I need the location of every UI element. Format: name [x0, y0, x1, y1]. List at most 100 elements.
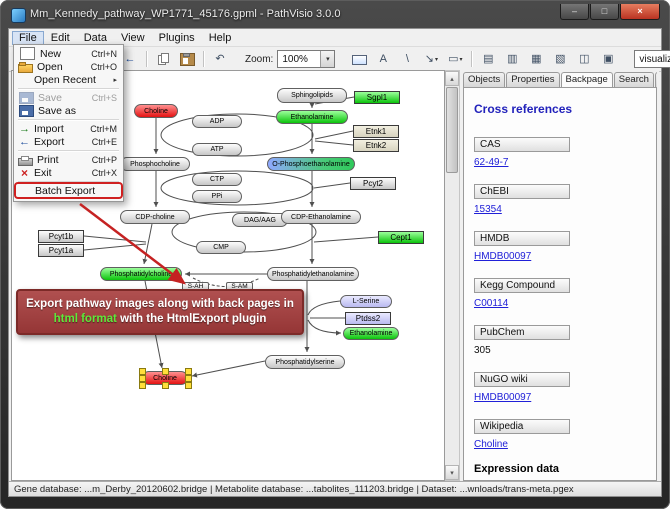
xref-value-hmdb00097[interactable]: HMDB00097 — [474, 392, 532, 403]
pathway-node-adp[interactable]: ADP — [192, 115, 242, 128]
minimize-button[interactable]: – — [560, 4, 589, 20]
arrow-icon: ↘ — [424, 52, 434, 65]
toolbar-align-horizontal-button[interactable]: ▤ — [477, 49, 499, 70]
pathway-node-sphingolipids[interactable]: Sphingolipids — [277, 88, 347, 103]
pathway-node-etnk1[interactable]: Etnk1 — [353, 125, 399, 138]
xref-value-c00114[interactable]: C00114 — [474, 298, 509, 309]
pathway-node-choline[interactable]: Choline — [134, 104, 178, 118]
pathway-node-o-phosphoethanolamine[interactable]: O-Phosphoethanolamine — [267, 157, 355, 171]
pathway-node-cmp[interactable]: CMP — [196, 241, 246, 254]
toolbar-align-vertical-button[interactable]: ▥ — [501, 49, 523, 70]
selection-handle[interactable] — [139, 375, 146, 382]
toolbar-distribute-horizontal-button[interactable]: ◫ — [573, 49, 595, 70]
zoom-combobox[interactable]: 100% ▾ — [277, 50, 336, 68]
window-controls: – □ × — [559, 4, 660, 20]
menu-icon-spacer — [18, 74, 31, 86]
pathway-node-cdp-ethanolamine[interactable]: CDP-Ethanolamine — [281, 210, 361, 224]
pathway-node-sgpl1[interactable]: Sgpl1 — [354, 91, 400, 104]
selection-handle[interactable] — [162, 382, 169, 389]
maximize-button[interactable]: □ — [590, 4, 619, 20]
pathway-node-ethanolamine[interactable]: Ethanolamine — [343, 327, 399, 340]
menubar-item-view[interactable]: View — [120, 31, 145, 44]
tab-objects[interactable]: Objects — [463, 72, 506, 87]
toolbar-distribute-vertical-button[interactable]: ▣ — [597, 49, 619, 70]
tab-search[interactable]: Search — [613, 72, 654, 87]
pathway-node-cept1[interactable]: Cept1 — [378, 231, 424, 244]
visualization-combobox[interactable]: visualization ▾ — [634, 50, 670, 68]
toolbar-shape-tool[interactable]: ▭▾ — [444, 49, 466, 70]
pathway-node-ethanolamine[interactable]: Ethanolamine — [276, 110, 348, 124]
tab-properties[interactable]: Properties — [506, 72, 560, 87]
menubar-item-plugins[interactable]: Plugins — [158, 31, 195, 44]
toolbar-label-tool[interactable]: A — [372, 49, 394, 70]
menubar-item-data[interactable]: Data — [83, 31, 107, 44]
selection-handle[interactable] — [162, 368, 169, 375]
menu-item-save-as[interactable]: Save as — [15, 104, 122, 117]
pathway-node-pcyt1a[interactable]: Pcyt1a — [38, 244, 84, 257]
close-button[interactable]: × — [620, 4, 660, 20]
pathway-node-phosphocholine[interactable]: Phosphocholine — [120, 157, 190, 171]
xref-value-15354[interactable]: 15354 — [474, 204, 502, 215]
pathway-node-pcyt1b[interactable]: Pcyt1b — [38, 230, 84, 243]
scroll-up-icon[interactable]: ▴ — [445, 71, 459, 86]
xref-value-choline[interactable]: Choline — [474, 439, 508, 450]
xref-value-hmdb00097[interactable]: HMDB00097 — [474, 251, 532, 262]
pathway-node-etnk2[interactable]: Etnk2 — [353, 139, 399, 152]
titlebar[interactable]: Mm_Kennedy_pathway_WP1771_45176.gpml - P… — [0, 0, 670, 28]
toolbar-line-tool[interactable]: \ — [396, 49, 418, 70]
distribute-horizontal-icon: ◫ — [579, 52, 590, 65]
selection-handle[interactable] — [139, 368, 146, 375]
menubar-item-edit[interactable]: Edit — [50, 31, 70, 44]
folder-icon — [18, 61, 33, 73]
menu-item-open-recent[interactable]: Open Recent▸ — [15, 73, 122, 86]
scrollbar-thumb[interactable] — [446, 87, 458, 173]
pathway-node-phosphatidylcholine[interactable]: Phosphatidylcholine — [100, 267, 182, 281]
xref-value-62-49-7[interactable]: 62-49-7 — [474, 157, 509, 168]
pathway-node-ptdss2[interactable]: Ptdss2 — [345, 312, 391, 325]
menu-item-label: New — [40, 47, 62, 60]
toolbar-align-left-button[interactable]: ▦ — [525, 49, 547, 70]
toolbar-copy-button[interactable] — [152, 49, 174, 70]
selection-handle[interactable] — [185, 375, 192, 382]
pathway-node-l-serine[interactable]: L-Serine — [340, 295, 392, 308]
align-left-icon: ▦ — [531, 52, 542, 65]
pathway-node-cdp-choline[interactable]: CDP-choline — [120, 210, 190, 224]
canvas-scrollbar[interactable]: ▴ ▾ — [445, 70, 460, 481]
toolbar-undo-button[interactable]: ↶ — [209, 49, 231, 70]
tab-backpage[interactable]: Backpage — [560, 72, 613, 87]
selection-handle[interactable] — [185, 368, 192, 375]
pathway-node-phosphatidylserine[interactable]: Phosphatidylserine — [265, 355, 345, 369]
chevron-down-icon[interactable]: ▾ — [320, 51, 335, 67]
selection-handle[interactable] — [185, 382, 192, 389]
pathway-node-ctp[interactable]: CTP — [192, 173, 242, 186]
menu-shortcut: Ctrl+P — [91, 154, 117, 165]
pathway-node-atp[interactable]: ATP — [192, 143, 242, 156]
tab-legend[interactable]: Legend — [654, 72, 657, 87]
toolbar-gene-product-tool[interactable] — [348, 49, 370, 70]
pathway-node-phosphatidylethanolamine[interactable]: Phosphatidylethanolamine — [267, 267, 359, 281]
menu-item-batch-export[interactable]: Batch Export — [16, 184, 121, 197]
pathway-node-dag-aag[interactable]: DAG/AAG — [232, 213, 288, 227]
scroll-down-icon[interactable]: ▾ — [445, 465, 459, 480]
pathway-node-pcyt2[interactable]: Pcyt2 — [350, 177, 396, 190]
toolbar-align-right-button[interactable]: ▧ — [549, 49, 571, 70]
toolbar-paste-button[interactable] — [176, 49, 198, 70]
menubar: File Edit Data View Plugins Help — [9, 29, 661, 47]
menubar-item-help[interactable]: Help — [208, 31, 232, 44]
xref-source-label: NuGO wiki — [474, 372, 570, 387]
menubar-item-file[interactable]: File — [12, 30, 44, 45]
toolbar-export-button[interactable] — [119, 49, 141, 70]
selection-handle[interactable] — [139, 382, 146, 389]
pathway-node-ppi[interactable]: PPi — [192, 190, 242, 203]
toolbar-arrow-tool[interactable]: ↘▾ — [420, 49, 442, 70]
